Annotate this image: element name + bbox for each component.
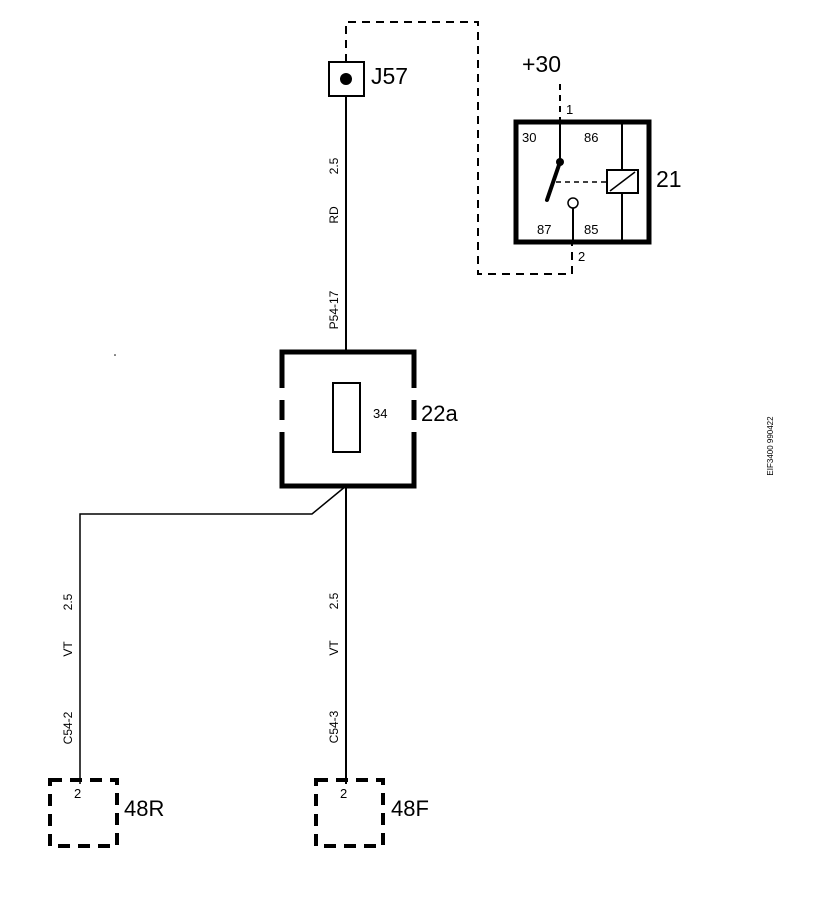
relay-terminal-85: 85 [584,222,598,237]
relay-coil-slash [609,171,636,192]
wire-top-terminal: P54-17 [327,290,341,329]
relay-supply-label: +30 [522,51,561,77]
stray-dot [114,354,116,356]
component-48r-box [48,778,119,848]
fuse-box-22a [279,349,417,489]
wire-right-terminal: C54-3 [327,710,341,743]
wire-top-size: 2.5 [327,157,341,174]
dashed-control-wire [345,21,573,275]
connector-j57-dot [340,73,352,85]
relay-open-contact [567,197,579,209]
wire-right-color: VT [327,640,341,656]
relay-pin-bottom: 2 [578,249,585,264]
connector-j57-label: J57 [371,63,408,89]
fuse-box-label: 22a [421,401,458,426]
wire-right-size: 2.5 [327,592,341,609]
relay-pin-top: 1 [566,102,573,117]
wire-left-terminal: C54-2 [61,711,75,744]
relay-switch-arm [545,160,562,202]
wire-left-size: 2.5 [61,593,75,610]
relay-terminal-86: 86 [584,130,598,145]
relay-box [513,119,652,245]
component-48f-pin: 2 [340,786,347,801]
component-48r-pin: 2 [74,786,81,801]
fuse-number: 34 [373,406,387,421]
reference-number: EIF3400 990422 [766,416,775,476]
fuse-element [332,382,361,453]
wire-top-color: RD [327,206,341,224]
branch-wire-left [79,485,347,784]
wire-left-color: VT [61,641,75,657]
component-48f-box [314,778,385,848]
relay-terminal-87: 87 [537,222,551,237]
component-48r-label: 48R [124,796,164,821]
component-48f-label: 48F [391,796,429,821]
relay-terminal-30: 30 [522,130,536,145]
relay-label: 21 [656,166,682,192]
